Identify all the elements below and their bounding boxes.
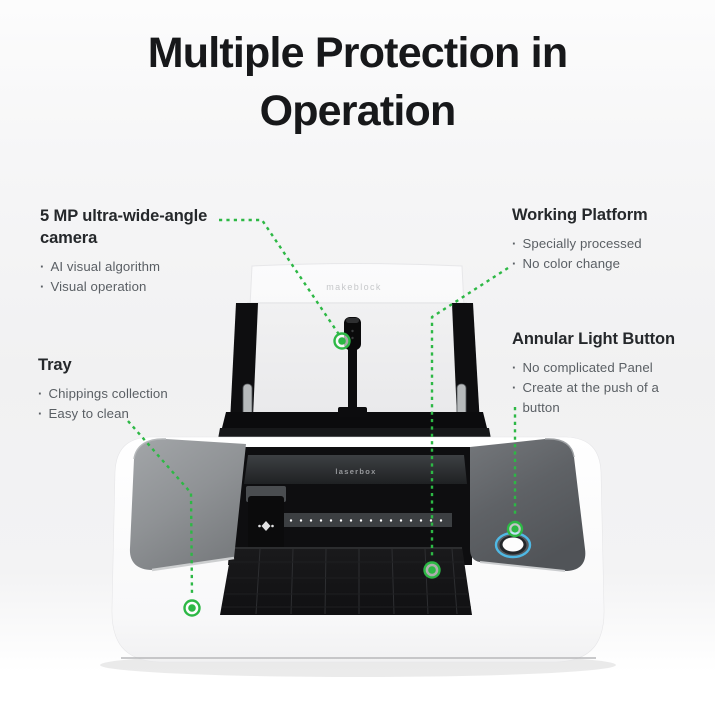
left-top-panel — [129, 438, 246, 572]
bullet-item: · No complicated Panel — [512, 358, 684, 378]
leader-lines — [127, 218, 517, 597]
interior-logo-text: laserbox — [335, 467, 376, 476]
page-title-line2: Operation — [259, 87, 457, 136]
annotation-working-platform-bullets: · Specially processed · No color change — [512, 234, 707, 274]
led-strip — [289, 519, 443, 522]
tray-leader-line — [127, 420, 194, 597]
annular-button-marker-dot — [506, 520, 524, 538]
gantry-rail — [283, 513, 452, 527]
bullet-marker: · — [40, 278, 45, 294]
bullet-text: AI visual algorithm — [50, 258, 161, 274]
bullet-marker: · — [38, 385, 43, 401]
page-title-line1: Multiple Protection in — [147, 29, 568, 77]
bullet-text: Visual operation — [50, 278, 147, 294]
bullet-item: · AI visual algorithm — [40, 257, 245, 277]
laser-head — [246, 486, 286, 554]
tray-marker-dot — [183, 599, 201, 617]
annotation-working-platform-heading: Working Platform — [512, 206, 648, 224]
bullet-item: · Create at the push of a button — [512, 378, 684, 418]
annotation-camera-heading: 5 MP ultra-wide-angle camera — [40, 207, 208, 247]
bullet-text: No complicated Panel — [522, 359, 653, 375]
camera-marker-dot — [333, 332, 351, 350]
annotation-tray: Tray · Chippings collection · Easy to cl… — [38, 355, 243, 424]
bullet-text: Chippings collection — [48, 385, 168, 401]
annotation-tray-heading: Tray — [38, 356, 72, 374]
laser-head-logo — [258, 521, 274, 531]
bullet-item: · Easy to clean — [38, 404, 243, 424]
bullet-marker: · — [512, 235, 517, 251]
bullet-marker: · — [38, 405, 43, 421]
bullet-marker: · — [512, 359, 517, 375]
bullet-item: · Specially processed — [512, 234, 707, 254]
bullet-item: · Visual operation — [40, 277, 245, 297]
annotation-annular-light-button-bullets: · No complicated Panel · Create at the p… — [512, 358, 684, 418]
annotation-camera-bullets: · AI visual algorithm · Visual operation — [40, 257, 245, 297]
annotation-tray-bullets: · Chippings collection · Easy to clean — [38, 384, 243, 424]
annotation-working-platform: Working Platform · Specially processed ·… — [512, 205, 707, 274]
machine-interior: laserbox — [220, 447, 472, 615]
working-platform-leader-line — [430, 266, 509, 557]
honeycomb-tray — [220, 547, 472, 615]
bullet-marker: · — [512, 379, 517, 395]
bullet-item: · Chippings collection — [38, 384, 243, 404]
bullet-text: Create at the push of a button — [522, 379, 659, 415]
bullet-text: No color change — [522, 255, 621, 271]
annotation-annular-light-button-heading: Annular Light Button — [512, 330, 675, 348]
annotation-camera: 5 MP ultra-wide-angle camera · AI visual… — [40, 206, 245, 297]
lid-logo-text: makeblock — [326, 282, 382, 292]
bullet-marker: · — [40, 258, 45, 274]
bullet-text: Specially processed — [522, 235, 642, 251]
working-platform-marker-dot — [423, 561, 441, 579]
bullet-text: Easy to clean — [48, 405, 129, 421]
bullet-item: · No color change — [512, 254, 707, 274]
interior-back-rail — [244, 455, 467, 484]
bullet-marker: · — [512, 255, 517, 271]
annotation-annular-light-button: Annular Light Button · No complicated Pa… — [512, 329, 684, 418]
page-title: Multiple Protection in Operation — [0, 24, 715, 141]
marker-dots — [183, 332, 524, 617]
